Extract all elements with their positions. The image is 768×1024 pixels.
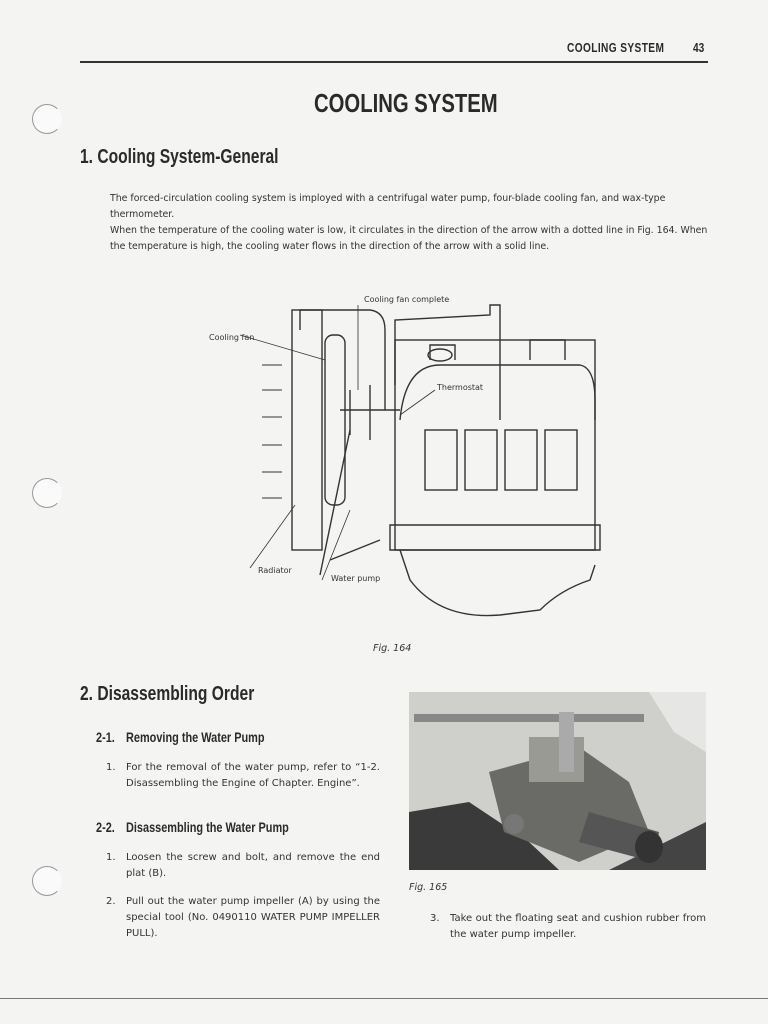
item-number: 2. — [106, 896, 116, 907]
binder-hole — [32, 104, 62, 134]
item-text: Pull out the water pump impeller (A) by … — [126, 896, 380, 939]
item-text: For the removal of the water pump, refer… — [126, 762, 380, 789]
figure-caption: Fig. 164 — [373, 643, 412, 654]
section-heading-1: 1. Cooling System-General — [80, 146, 279, 168]
item-text: Loosen the screw and bolt, and remove th… — [126, 852, 380, 879]
label-radiator: Radiator — [258, 566, 292, 575]
item-number: 1. — [106, 852, 116, 863]
cylinders — [424, 429, 578, 491]
item-number: 1. — [106, 762, 116, 773]
subsection-title: Removing the Water Pump — [126, 729, 265, 745]
page-number: 43 — [693, 40, 705, 55]
paragraph: The forced-circulation cooling system is… — [110, 193, 666, 220]
subsection-title: Disassembling the Water Pump — [126, 819, 289, 835]
label-cooling-fan-complete: Cooling fan complete — [364, 295, 450, 304]
cooling-system-diagram — [239, 304, 601, 617]
item-text: Take out the floating seat and cushion r… — [450, 913, 706, 940]
paragraph: When the temperature of the cooling wate… — [110, 225, 708, 252]
water-pump-photo — [409, 692, 706, 870]
binder-hole — [32, 478, 62, 508]
header-rule — [80, 61, 708, 63]
scan-edge — [0, 998, 768, 999]
section-heading-2: 2. Disassembling Order — [80, 683, 255, 705]
page-title: COOLING SYSTEM — [314, 88, 498, 118]
item-number: 3. — [430, 913, 440, 924]
subsection-number: 2-2. — [96, 819, 115, 835]
binder-hole — [32, 866, 62, 896]
flow-arrows — [262, 364, 282, 499]
radiator-shape — [291, 309, 323, 551]
running-header: COOLING SYSTEM — [567, 40, 665, 55]
label-cooling-fan: Cooling fan — [209, 333, 255, 342]
label-water-pump: Water pump — [331, 574, 381, 583]
label-thermostat: Thermostat — [437, 383, 484, 392]
subsection-number: 2-1. — [96, 729, 115, 745]
figure-caption: Fig. 165 — [409, 882, 448, 893]
